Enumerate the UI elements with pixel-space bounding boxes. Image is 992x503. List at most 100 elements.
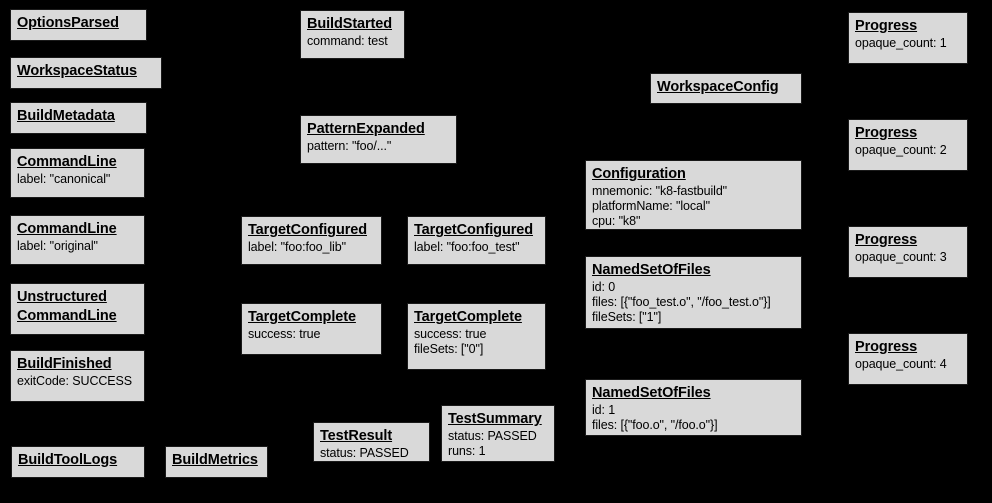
node-field: id: 1 xyxy=(592,403,616,417)
node-title: TargetComplete xyxy=(248,309,356,325)
node-build-metrics[interactable]: BuildMetrics xyxy=(165,446,268,478)
node-target-complete-lib[interactable]: TargetComplete success: true xyxy=(241,303,382,355)
node-title-wrap: TargetConfigured xyxy=(414,221,539,239)
node-fields: opaque_count: 2 xyxy=(855,143,961,158)
node-fields: label: "foo:foo_test" xyxy=(414,240,539,255)
node-title-wrap: BuildToolLogs xyxy=(18,451,138,470)
node-title: BuildStarted xyxy=(307,16,393,32)
node-title-wrap: OptionsParsed xyxy=(17,14,140,33)
node-title: Progress xyxy=(855,232,918,248)
node-title: CommandLine xyxy=(17,221,117,237)
node-fields: mnemonic: "k8-fastbuild"platformName: "l… xyxy=(592,184,795,229)
node-title: TargetConfigured xyxy=(248,222,367,238)
node-command-line-original[interactable]: CommandLine label: "original" xyxy=(10,215,145,265)
node-field: mnemonic: "k8-fastbuild" xyxy=(592,184,728,198)
node-progress-3[interactable]: Progress opaque_count: 3 xyxy=(848,226,968,278)
node-title: TestResult xyxy=(320,428,393,444)
node-title-wrap: CommandLine xyxy=(17,220,138,238)
node-pattern-expanded[interactable]: PatternExpanded pattern: "foo/..." xyxy=(300,115,457,164)
node-title-wrap: Configuration xyxy=(592,165,795,183)
node-field: opaque_count: 3 xyxy=(855,250,947,264)
node-options-parsed[interactable]: OptionsParsed xyxy=(10,9,147,41)
node-title-wrap: TestSummary xyxy=(448,410,548,428)
node-fields: command: test xyxy=(307,34,398,49)
node-progress-4[interactable]: Progress opaque_count: 4 xyxy=(848,333,968,385)
node-field: command: test xyxy=(307,34,388,48)
node-field: success: true xyxy=(248,327,321,341)
node-title: Progress xyxy=(855,18,918,34)
node-title: TargetConfigured xyxy=(414,222,533,238)
node-progress-1[interactable]: Progress opaque_count: 1 xyxy=(848,12,968,64)
node-fields: success: true xyxy=(248,327,375,342)
node-title: NamedSetOfFiles xyxy=(592,262,711,278)
node-build-started[interactable]: BuildStarted command: test xyxy=(300,10,405,59)
node-title-wrap: TargetComplete xyxy=(414,308,539,326)
node-fields: label: "canonical" xyxy=(17,172,138,187)
node-test-result[interactable]: TestResult status: PASSED xyxy=(313,422,430,462)
node-field: status: PASSED xyxy=(448,429,537,443)
node-fields: exitCode: SUCCESS xyxy=(17,374,138,389)
node-title: NamedSetOfFiles xyxy=(592,385,711,401)
node-fields: label: "original" xyxy=(17,239,138,254)
node-fields: status: PASSED xyxy=(320,446,423,461)
node-title-wrap: BuildStarted xyxy=(307,15,398,33)
node-build-metadata[interactable]: BuildMetadata xyxy=(10,102,147,134)
node-title-wrap: TargetConfigured xyxy=(248,221,375,239)
node-workspace-config[interactable]: WorkspaceConfig xyxy=(650,73,802,104)
node-build-finished[interactable]: BuildFinished exitCode: SUCCESS xyxy=(10,350,145,402)
node-title: BuildMetadata xyxy=(17,108,115,124)
node-title-wrap: Progress xyxy=(855,124,961,142)
node-build-tool-logs[interactable]: BuildToolLogs xyxy=(11,446,145,478)
node-title: WorkspaceStatus xyxy=(17,63,137,79)
node-field: success: true xyxy=(414,327,487,341)
node-field: opaque_count: 1 xyxy=(855,36,947,50)
node-field: opaque_count: 4 xyxy=(855,357,947,371)
node-progress-2[interactable]: Progress opaque_count: 2 xyxy=(848,119,968,171)
node-title-wrap: Progress xyxy=(855,231,961,249)
node-workspace-status[interactable]: WorkspaceStatus xyxy=(10,57,162,89)
node-fields: label: "foo:foo_lib" xyxy=(248,240,375,255)
node-field: status: PASSED xyxy=(320,446,409,460)
node-field: label: "canonical" xyxy=(17,172,111,186)
node-target-configured-test[interactable]: TargetConfigured label: "foo:foo_test" xyxy=(407,216,546,265)
node-field: files: [{"foo.o", "/foo.o"}] xyxy=(592,418,718,432)
node-title: OptionsParsed xyxy=(17,15,119,31)
node-field: platformName: "local" xyxy=(592,199,710,213)
node-title-wrap: Progress xyxy=(855,338,961,356)
node-title: Progress xyxy=(855,339,918,355)
node-title: BuildFinished xyxy=(17,356,112,372)
node-target-configured-lib[interactable]: TargetConfigured label: "foo:foo_lib" xyxy=(241,216,382,265)
node-field: label: "foo:foo_test" xyxy=(414,240,520,254)
node-field: label: "foo:foo_lib" xyxy=(248,240,346,254)
node-title-wrap: NamedSetOfFiles xyxy=(592,261,795,279)
node-title: Progress xyxy=(855,125,918,141)
node-title: CommandLine xyxy=(17,154,117,170)
node-title-wrap: TestResult xyxy=(320,427,423,445)
node-field: runs: 1 xyxy=(448,444,486,458)
node-title-wrap: Unstructured CommandLine xyxy=(17,288,138,326)
node-title-wrap: PatternExpanded xyxy=(307,120,450,138)
node-title: BuildToolLogs xyxy=(18,452,118,468)
node-command-line-canonical[interactable]: CommandLine label: "canonical" xyxy=(10,148,145,198)
node-title: TargetComplete xyxy=(414,309,522,325)
node-title-wrap: BuildFinished xyxy=(17,355,138,373)
node-title-wrap: Progress xyxy=(855,17,961,35)
node-unstructured-command-line[interactable]: Unstructured CommandLine xyxy=(10,283,145,335)
node-fields: opaque_count: 1 xyxy=(855,36,961,51)
node-fields: pattern: "foo/..." xyxy=(307,139,450,154)
node-field: cpu: "k8" xyxy=(592,214,641,228)
node-title-wrap: CommandLine xyxy=(17,153,138,171)
node-title: PatternExpanded xyxy=(307,121,425,137)
node-field: opaque_count: 2 xyxy=(855,143,947,157)
node-title: Unstructured CommandLine xyxy=(17,289,117,324)
